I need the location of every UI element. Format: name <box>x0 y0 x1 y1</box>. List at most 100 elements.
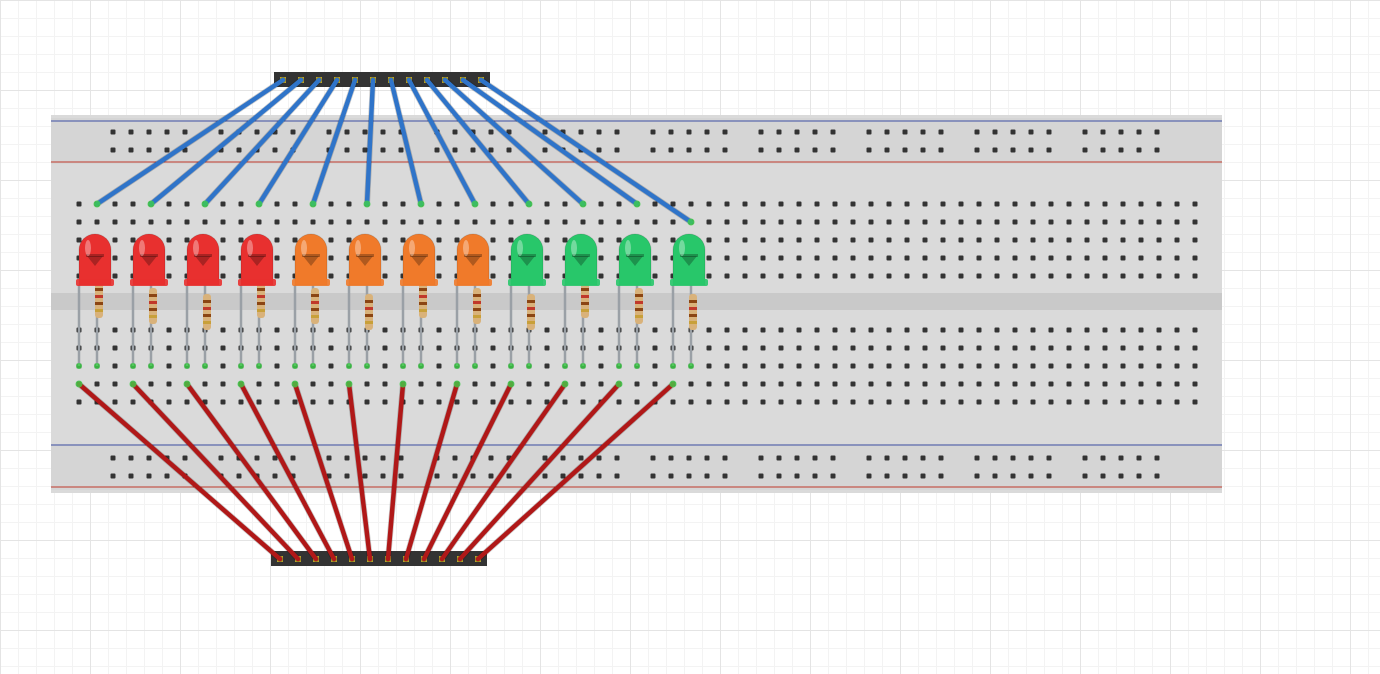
terminal-hole <box>1048 255 1054 261</box>
terminal-hole <box>1192 273 1198 279</box>
rail-hole <box>1010 455 1016 461</box>
terminal-hole <box>112 381 118 387</box>
terminal-hole <box>328 255 334 261</box>
terminal-hole <box>832 399 838 405</box>
leg-end <box>94 363 100 369</box>
resistor <box>149 288 157 324</box>
resistor-band <box>581 302 589 305</box>
rail-hole <box>722 147 728 153</box>
wires <box>75 77 695 562</box>
led-body <box>402 233 436 286</box>
terminal-hole <box>706 345 712 351</box>
rail-hole <box>236 147 242 153</box>
terminal-hole <box>1138 327 1144 333</box>
terminal-hole <box>328 399 334 405</box>
terminal-hole <box>508 201 514 207</box>
red-wire-9 <box>421 381 514 562</box>
terminal-hole <box>220 201 226 207</box>
terminal-hole <box>904 237 910 243</box>
rail-hole <box>1082 129 1088 135</box>
resistor-band <box>95 302 103 305</box>
terminal-hole <box>382 327 388 333</box>
terminal-hole <box>832 201 838 207</box>
terminal-hole <box>436 273 442 279</box>
rail-hole <box>1136 473 1142 479</box>
blue-wire-10-end <box>579 200 587 208</box>
terminal-hole <box>814 219 820 225</box>
rail-hole <box>1010 147 1016 153</box>
blue-wire-7 <box>388 77 424 207</box>
red-wire-11-end <box>615 380 623 388</box>
rail-hole <box>146 147 152 153</box>
red-wire-3-end <box>183 380 191 388</box>
terminal-hole <box>616 237 622 243</box>
rail-hole <box>236 473 242 479</box>
terminal-hole <box>1120 399 1126 405</box>
terminal-hole <box>688 381 694 387</box>
rail-hole <box>902 473 908 479</box>
terminal-hole <box>1138 237 1144 243</box>
rail-hole <box>686 147 692 153</box>
rail-hole <box>614 129 620 135</box>
terminal-hole <box>904 363 910 369</box>
rail-hole <box>398 473 404 479</box>
leg-end <box>616 363 622 369</box>
red-wire-12-end <box>669 380 677 388</box>
terminal-hole <box>778 345 784 351</box>
resistor-band <box>473 308 481 311</box>
resistor-band <box>203 314 211 317</box>
rail-hole <box>920 147 926 153</box>
terminal-hole <box>1156 219 1162 225</box>
terminal-hole <box>1192 363 1198 369</box>
resistor <box>473 288 481 324</box>
terminal-hole <box>1102 255 1108 261</box>
resistor-band <box>149 308 157 311</box>
terminal-hole <box>112 219 118 225</box>
rail-hole <box>128 473 134 479</box>
terminal-hole <box>490 327 496 333</box>
terminal-hole <box>598 381 604 387</box>
terminal-hole <box>688 201 694 207</box>
terminal-hole <box>328 237 334 243</box>
blue-wire-2 <box>148 77 304 207</box>
terminal-hole <box>994 255 1000 261</box>
terminal-hole <box>490 255 496 261</box>
led-die <box>465 256 481 266</box>
terminal-hole <box>652 363 658 369</box>
terminal-hole <box>1102 363 1108 369</box>
rail-hole <box>488 129 494 135</box>
terminal-hole <box>256 399 262 405</box>
terminal-hole <box>706 381 712 387</box>
resistor <box>257 282 265 318</box>
terminal-hole <box>1102 381 1108 387</box>
resistor-band <box>311 294 319 297</box>
terminal-hole <box>904 273 910 279</box>
terminal-hole <box>994 201 1000 207</box>
terminal-hole <box>940 363 946 369</box>
led-10 <box>562 233 600 369</box>
resistor-band <box>365 321 373 324</box>
terminal-hole <box>886 255 892 261</box>
rail-hole <box>830 455 836 461</box>
terminal-hole <box>1084 345 1090 351</box>
resistor-band <box>311 315 319 318</box>
leg-end <box>472 363 478 369</box>
rail-hole <box>992 473 998 479</box>
led-die <box>519 256 535 266</box>
terminal-hole <box>868 219 874 225</box>
resistor-band <box>203 300 211 303</box>
rail-hole <box>596 455 602 461</box>
terminal-hole <box>202 219 208 225</box>
resistor-band <box>95 295 103 298</box>
terminal-hole <box>994 327 1000 333</box>
terminal-hole <box>1030 201 1036 207</box>
red-wire-8-end <box>453 380 461 388</box>
rail-hole <box>254 129 260 135</box>
rail-hole <box>272 147 278 153</box>
blue-wire-9 <box>424 77 532 207</box>
terminal-hole <box>706 219 712 225</box>
terminal-hole <box>292 237 298 243</box>
terminal-hole <box>958 399 964 405</box>
terminal-hole <box>274 327 280 333</box>
led-rim <box>454 279 492 286</box>
